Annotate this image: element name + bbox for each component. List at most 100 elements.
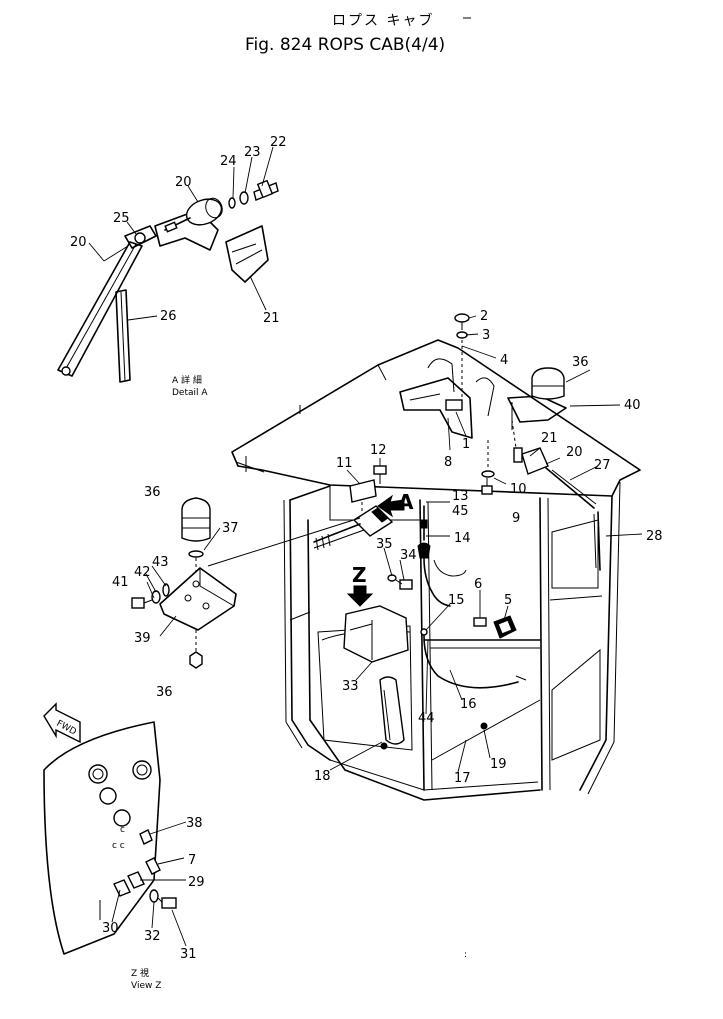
callout-15: 15 [448, 593, 465, 608]
detail-a-label: Detail A [172, 388, 208, 398]
callout-11: 11 [336, 456, 353, 471]
title-japanese: ロプス キャブ [332, 12, 434, 29]
callout-43: 43 [152, 555, 169, 570]
screw-34 [399, 579, 413, 590]
margin-mark: : [464, 950, 467, 960]
callout-25: 25 [113, 211, 130, 226]
callout-30: 30 [102, 921, 119, 936]
wiper-motor [185, 198, 223, 226]
callout-27: 27 [594, 458, 611, 473]
callout-28: 28 [646, 529, 663, 544]
callout-numbers: 22 23 24 20 25 20 26 21 2 3 4 36 40 1 8 … [70, 135, 663, 962]
callout-44: 44 [418, 711, 435, 726]
callout-35: 35 [376, 537, 393, 552]
arrow-a-label: A [398, 490, 414, 514]
rops-cab-frame [231, 339, 641, 801]
callout-22: 22 [270, 135, 287, 150]
connector-14 [417, 542, 431, 559]
gauge-4 [113, 809, 131, 827]
view-z-label-jp: Z 視 [131, 967, 149, 979]
screw-6 [473, 617, 487, 627]
bolt-9 [481, 478, 493, 495]
view-arrow-a: A [377, 490, 414, 518]
mount-bracket-11 [349, 479, 377, 503]
motor-cover [225, 225, 269, 283]
view-arrow-z: Z [346, 563, 374, 607]
door-handle-18 [379, 676, 405, 750]
callout-21: 21 [263, 311, 280, 326]
beacon-assembly-left [131, 497, 237, 669]
callout-13: 13 [452, 489, 469, 504]
callout-5: 5 [504, 593, 512, 608]
nut-36 [189, 651, 203, 669]
bolt-41 [131, 597, 153, 609]
callout-41: 41 [112, 575, 129, 590]
detail-a-label-jp: A 詳 細 [172, 374, 202, 386]
callout-4: 4 [500, 353, 508, 368]
knob-30 [113, 879, 131, 897]
callout-3: 3 [482, 328, 490, 343]
rear-wiper-motor [521, 447, 549, 475]
detail-a-leaders [88, 146, 274, 321]
screw-31 [157, 897, 177, 909]
callout-17: 17 [454, 771, 471, 786]
callout-39: 39 [134, 631, 151, 646]
view-z-panel: FWD c c c [43, 702, 177, 955]
callout-34: 34 [400, 548, 417, 563]
view-z-label: View Z [131, 981, 161, 991]
callout-36-roof: 36 [572, 355, 589, 370]
beacon-bracket-39 [159, 567, 237, 631]
knob-29 [127, 871, 145, 889]
callout-45: 45 [452, 504, 469, 519]
callout-24: 24 [220, 154, 237, 169]
bolt-22 [253, 179, 279, 201]
callout-12: 12 [370, 443, 387, 458]
callout-31: 31 [180, 947, 197, 962]
callout-36-beacon: 36 [144, 485, 161, 500]
wiper-pivot [61, 366, 71, 376]
washer-23 [239, 191, 249, 205]
right-window-lower [551, 648, 601, 761]
callout-29: 29 [188, 875, 205, 890]
callout-10: 10 [510, 482, 527, 497]
fwd-arrow: FWD [43, 702, 81, 744]
washer-32 [149, 889, 159, 903]
roof-bracket [399, 377, 473, 439]
callout-8: 8 [444, 455, 452, 470]
callout-23: 23 [244, 145, 261, 160]
beacon-36 [181, 497, 211, 542]
callout-36-nut: 36 [156, 685, 173, 700]
callout-1: 1 [462, 437, 470, 452]
callout-19: 19 [490, 757, 507, 772]
callout-20: 20 [175, 175, 192, 190]
switch-7 [145, 857, 161, 875]
washer-3 [456, 331, 468, 339]
control-box-33 [343, 605, 409, 663]
callout-20-arm: 20 [70, 235, 87, 250]
bolt-12 [373, 465, 387, 475]
clip-15 [420, 628, 428, 636]
callout-37: 37 [222, 521, 239, 536]
roof-parts [399, 313, 601, 571]
rear-wiper-blade [597, 511, 601, 571]
rear-wiper-arm [545, 467, 595, 509]
callout-42: 42 [134, 565, 151, 580]
washer-42 [151, 590, 161, 604]
callout-14: 14 [454, 531, 471, 546]
svg-text:c: c [120, 825, 125, 835]
callout-38: 38 [186, 816, 203, 831]
harness-13 [417, 505, 467, 607]
callout-18: 18 [314, 769, 331, 784]
front-lamp-area [207, 465, 394, 567]
right-window-upper [551, 519, 599, 589]
screws-34-35 [387, 574, 413, 590]
callout-20-rear: 20 [566, 445, 583, 460]
screw-2 [454, 313, 470, 323]
gauge-2 [132, 760, 152, 780]
gauge-3 [99, 787, 117, 805]
callout-33: 33 [342, 679, 359, 694]
callout-32: 32 [144, 929, 161, 944]
harness-16 [423, 635, 527, 730]
callout-40: 40 [624, 398, 641, 413]
